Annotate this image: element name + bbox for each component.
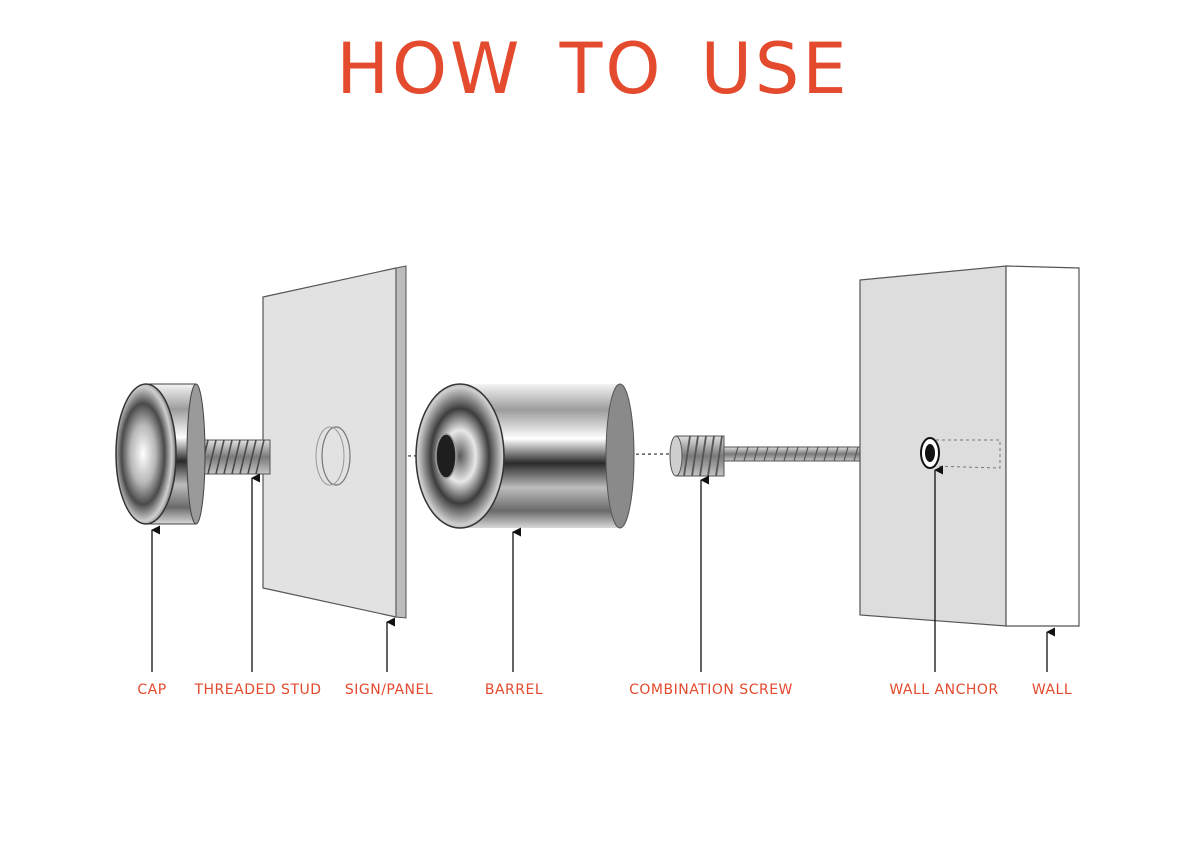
- label-combination-screw: COMBINATION SCREW: [629, 682, 793, 698]
- label-wall-anchor: WALL ANCHOR: [889, 682, 999, 698]
- wall-graphic: [859, 265, 1080, 627]
- label-cap: CAP: [137, 682, 167, 698]
- label-barrel: BARREL: [484, 682, 544, 698]
- barrel-graphic: [415, 383, 635, 529]
- label-wall: WALL: [1031, 682, 1073, 698]
- sign-panel-graphic: [262, 265, 407, 619]
- page-title: HOW TO USE: [336, 28, 850, 110]
- label-sign-panel: SIGN/PANEL: [344, 682, 434, 698]
- cap-graphic: [115, 383, 206, 525]
- label-threaded-stud: THREADED STUD: [194, 682, 322, 698]
- combination-screw-graphic: [669, 435, 904, 477]
